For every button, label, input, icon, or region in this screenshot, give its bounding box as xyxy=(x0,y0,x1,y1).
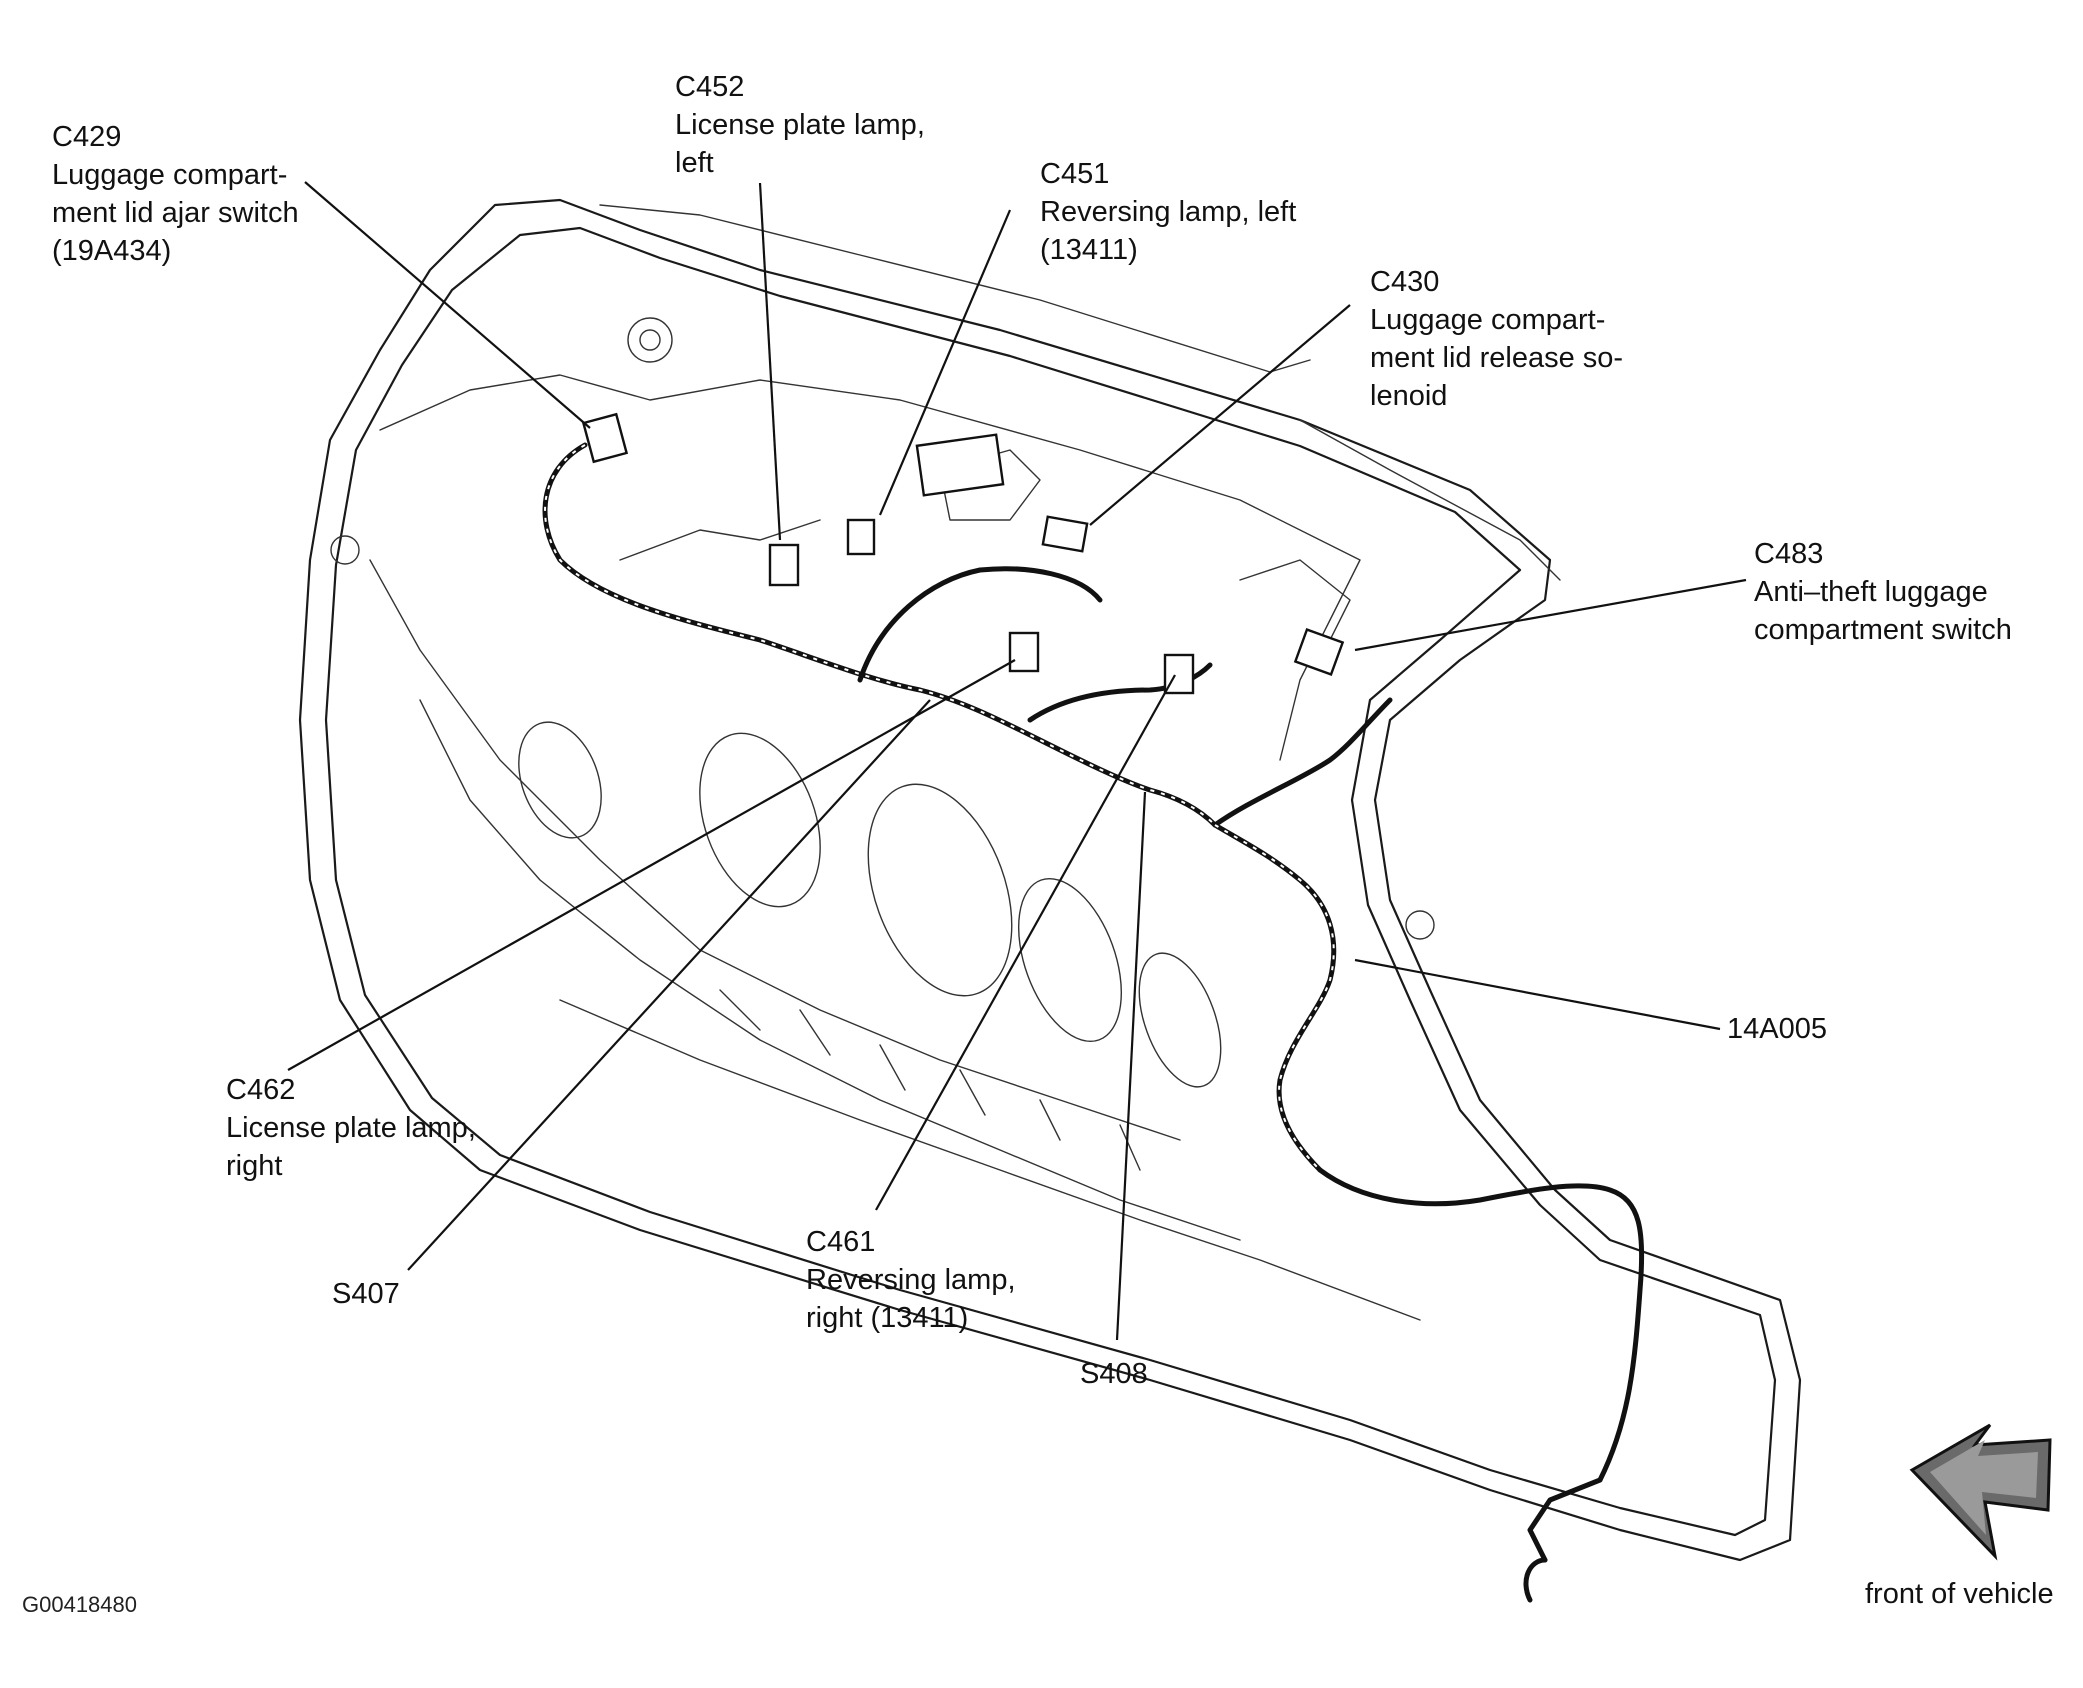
label-front-of-vehicle: front of vehicle xyxy=(1865,1575,2054,1613)
connector-desc: Luggage compart- xyxy=(1370,304,1606,336)
connector-desc: Luggage compart- xyxy=(52,159,288,191)
connector-id: C430 xyxy=(1370,266,1440,298)
connector-desc: right (13411) xyxy=(806,1302,969,1334)
connector-desc: ment lid release so- xyxy=(1370,342,1624,374)
lid-outline xyxy=(298,198,1802,1562)
connectors xyxy=(581,412,1345,695)
connector-c452 xyxy=(768,543,800,587)
connector-c451 xyxy=(846,518,876,556)
connector-c430 xyxy=(1041,515,1089,553)
connector-desc: Anti–theft luggage xyxy=(1754,576,1988,608)
label-c462: C462 License plate lamp, right xyxy=(226,1071,476,1185)
label-s407: S407 xyxy=(332,1275,400,1313)
connector-id: C461 xyxy=(806,1226,876,1258)
label-c430: C430 Luggage compart- ment lid release s… xyxy=(1370,263,1623,415)
connector-c462 xyxy=(1008,631,1040,673)
label-14a005: 14A005 xyxy=(1727,1010,1827,1048)
connector-desc: License plate lamp, xyxy=(226,1112,476,1144)
connector-desc: compartment switch xyxy=(1754,614,2012,646)
harness-14a005 xyxy=(542,442,1645,1603)
harness-id: 14A005 xyxy=(1727,1013,1827,1045)
connector-c429 xyxy=(581,412,629,464)
connector-desc: (19A434) xyxy=(52,235,172,267)
label-c429: C429 Luggage compart- ment lid ajar swit… xyxy=(52,118,299,270)
connector-desc: left xyxy=(675,147,714,179)
leader-lines xyxy=(287,181,1747,1341)
label-s408: S408 xyxy=(1080,1355,1148,1393)
figure-id: G00418480 xyxy=(22,1592,137,1617)
connector-desc: Reversing lamp, xyxy=(806,1264,1016,1296)
connector-id: C462 xyxy=(226,1074,296,1106)
label-c461: C461 Reversing lamp, right (13411) xyxy=(806,1223,1016,1337)
connector-id: C483 xyxy=(1754,538,1824,570)
connector-desc: lenoid xyxy=(1370,380,1448,412)
label-c452: C452 License plate lamp, left xyxy=(675,68,925,182)
front-arrow-icon xyxy=(1909,1423,2052,1561)
label-c483: C483 Anti–theft luggage compartment swit… xyxy=(1754,535,2012,649)
connector-id: C451 xyxy=(1040,158,1110,190)
connector-id: C429 xyxy=(52,121,122,153)
label-c451: C451 Reversing lamp, left (13411) xyxy=(1040,155,1296,269)
connector-desc: ment lid ajar switch xyxy=(52,197,299,229)
inner-panel xyxy=(330,317,1435,1321)
connector-lid-lock xyxy=(915,433,1005,497)
splice-id: S407 xyxy=(332,1278,400,1310)
connector-id: C452 xyxy=(675,71,745,103)
connector-desc: Reversing lamp, left xyxy=(1040,196,1297,228)
connector-desc: License plate lamp, xyxy=(675,109,925,141)
connector-desc: right xyxy=(226,1150,283,1182)
connector-desc: (13411) xyxy=(1040,234,1138,266)
direction-label: front of vehicle xyxy=(1865,1578,2054,1610)
connector-c483 xyxy=(1293,627,1345,677)
splice-id: S408 xyxy=(1080,1358,1148,1390)
